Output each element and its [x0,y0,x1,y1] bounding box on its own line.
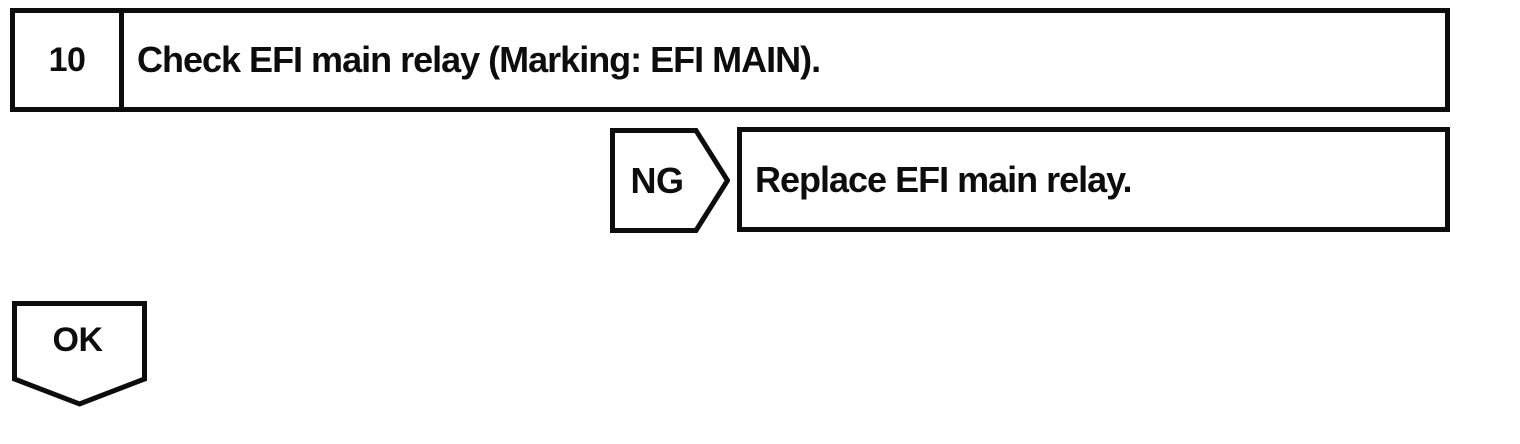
step-instruction: Check EFI main relay (Marking: EFI MAIN)… [137,39,821,80]
ng-connector-label: NG [630,159,685,201]
step-number: 10 [15,13,124,107]
ng-action-text: Replace EFI main relay. [755,158,1133,200]
ng-connector: NG [610,128,730,233]
ok-connector: OK [12,301,147,407]
ng-action-box: Replace EFI main relay. [737,127,1450,232]
ok-connector-label: OK [52,320,104,359]
ok-arrow-pentagon-icon [12,301,147,407]
ng-arrow-pentagon-icon [610,128,730,233]
step-box: 10 Check EFI main relay (Marking: EFI MA… [10,8,1450,112]
